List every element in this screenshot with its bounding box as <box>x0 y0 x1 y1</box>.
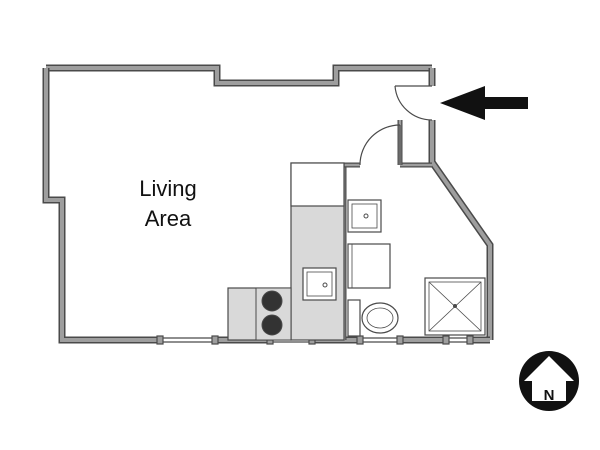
living-area-wall <box>46 64 432 87</box>
burner-icon <box>261 290 283 312</box>
compass-letter: N <box>544 387 555 404</box>
living-area-label-line2: Area <box>144 206 192 231</box>
bathroom-fixtures <box>347 199 486 337</box>
compass-north-icon <box>524 356 574 401</box>
kitchen-sink <box>302 267 337 301</box>
burner-icon <box>261 314 283 336</box>
compass: N <box>519 351 579 411</box>
entrance-door <box>394 85 433 121</box>
doors <box>359 85 433 166</box>
kitchen-counter <box>227 162 345 341</box>
living-area-label: Living <box>139 176 197 201</box>
west-wall-inner <box>44 68 160 342</box>
living-area-wall-inner <box>46 66 432 85</box>
bathroom-door <box>359 124 401 166</box>
entry-wall-inner <box>430 68 492 340</box>
cabinet <box>347 243 391 289</box>
arrow-left-icon <box>440 86 528 120</box>
